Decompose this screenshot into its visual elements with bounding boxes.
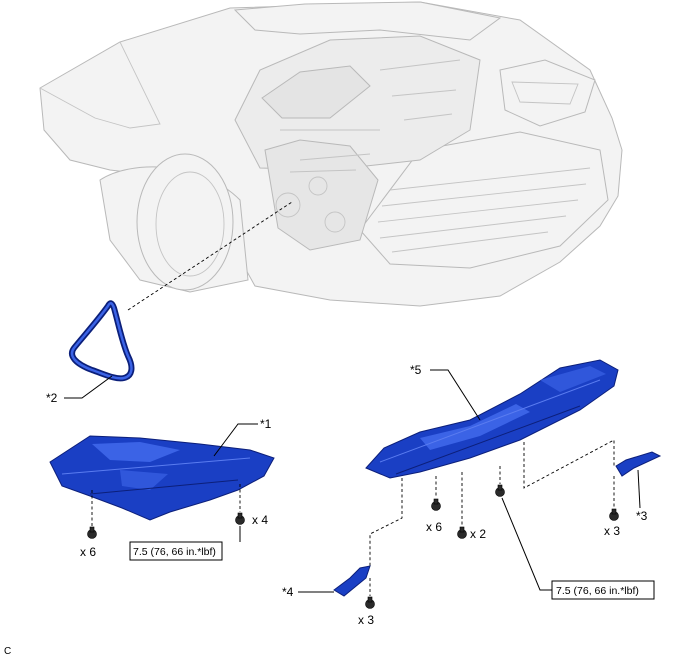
callout-leader-3: [637, 469, 641, 509]
bolt-icon: [365, 596, 375, 609]
tire: [136, 153, 234, 291]
engine-under-cover-left: [49, 435, 275, 521]
qty-center-cover-mid: x 2: [470, 527, 486, 541]
callout-5: *5: [410, 363, 422, 377]
callout-leader-5: [430, 369, 481, 421]
qty-right-bracket: x 3: [604, 524, 620, 538]
bolt-icon: [235, 512, 245, 525]
qty-left-cover-bottom: x 6: [80, 545, 96, 559]
figure-code: C: [4, 646, 11, 657]
bolt-icon: [457, 526, 467, 539]
bracket-right: [615, 451, 662, 477]
callout-4: *4: [282, 585, 294, 599]
drive-belt: [69, 300, 135, 382]
bolt-icon: [87, 526, 97, 539]
bracket-left: [333, 565, 371, 597]
callout-leader-2: [64, 375, 113, 399]
qty-left-cover-side: x 4: [252, 513, 268, 527]
bolt-icon: [495, 484, 505, 497]
qty-center-cover-left: x 6: [426, 520, 442, 534]
torque-spec-left: 7.5 (76, 66 in.*lbf): [133, 546, 216, 558]
callout-2: *2: [46, 391, 58, 405]
callout-3: *3: [636, 509, 648, 523]
torque-box-left: [129, 541, 223, 561]
qty-left-bracket: x 3: [358, 613, 374, 627]
bolt-icon: [431, 498, 441, 511]
bolt-icon: [609, 508, 619, 521]
callout-leader-1: [213, 423, 258, 457]
torque-spec-right: 7.5 (76, 66 in.*lbf): [556, 585, 639, 597]
callout-1: *1: [260, 417, 272, 431]
car-front-illustration: [39, 1, 623, 307]
torque-box-right: [551, 580, 655, 600]
engine-under-cover-center: [365, 359, 619, 479]
